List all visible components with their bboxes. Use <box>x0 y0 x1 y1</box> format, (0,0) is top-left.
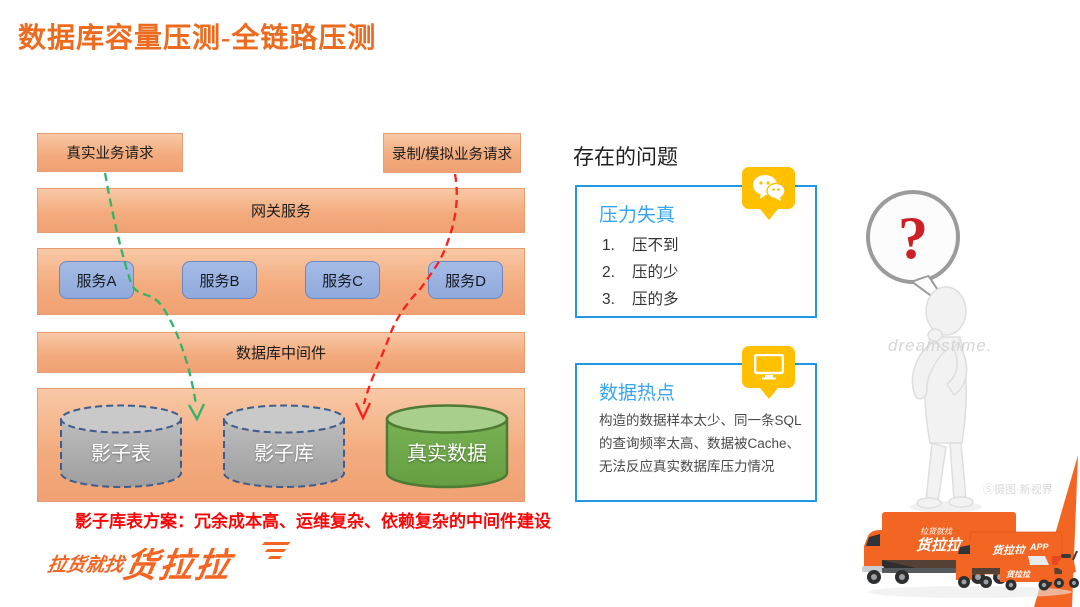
service-c-label: 服务C <box>322 272 363 290</box>
cylinder-real-data: 真实数据 <box>384 403 510 491</box>
band-gateway-service: 网关服务 <box>37 188 525 233</box>
list-item-number: 2. <box>602 264 615 281</box>
service-b-label: 服务B <box>199 272 240 290</box>
service-a-label: 服务A <box>76 272 117 290</box>
cylinder-shadow-table: 影子表 <box>58 403 184 491</box>
scooter <box>1052 550 1079 588</box>
thinking-person-illustration: ? <box>866 190 982 513</box>
pressure-issue-list: 1. 压不到 2. 压的少 3. 压的多 <box>602 232 679 313</box>
card-hotspot-body: 构造的数据样本太少、同一条SQL的查询频率太高、数据被Cache、无法反应真实数… <box>599 413 802 474</box>
question-mark: ? <box>898 205 928 271</box>
service-d-box: 服务D <box>428 261 503 299</box>
service-b-box: 服务B <box>182 261 257 299</box>
logo-main: 货拉拉 <box>120 547 235 585</box>
card-pressure-title: 压力失真 <box>599 205 676 226</box>
database-cylinder-icon <box>223 404 345 488</box>
list-item-number: 1. <box>602 237 615 254</box>
list-item-text: 压的少 <box>632 264 679 281</box>
shadow-scheme-caption: 影子库表方案：冗余成本高、运维复杂、依赖复杂的中间件建设 <box>75 512 551 531</box>
band-db-middleware: 数据库中间件 <box>37 332 525 373</box>
huolala-logo: 拉货就找货拉拉 <box>44 538 291 587</box>
van: 货拉拉 <box>1000 553 1055 591</box>
card-data-hotspot: 数据热点 构造的数据样本太少、同一条SQL的查询频率太高、数据被Cache、无法… <box>575 363 817 502</box>
truck2-slogan: 货拉拉 <box>992 544 1027 557</box>
cylinder-shadow-db: 影子库 <box>221 403 347 491</box>
cylinder-shadow-table-label: 影子表 <box>91 443 151 465</box>
van-slogan: 货拉拉 <box>1006 570 1032 579</box>
cylinder-real-data-label: 真实数据 <box>407 443 487 465</box>
trucks-illustration: 拉货就找 货拉拉 APP 货拉拉 APP 货拉拉 <box>862 512 1079 598</box>
problems-heading: 存在的问题 <box>573 146 678 169</box>
truck2-suffix: APP <box>1029 542 1050 552</box>
service-a-box: 服务A <box>59 261 134 299</box>
wechat-badge <box>742 167 795 220</box>
truck-slogan-big: 货拉拉 <box>916 536 963 554</box>
middleware-label: 数据库中间件 <box>235 345 326 362</box>
list-item-number: 3. <box>602 291 615 308</box>
card-hotspot-title: 数据热点 <box>599 383 676 404</box>
list-item-text: 压的多 <box>632 291 679 308</box>
list-item: 3. 压的多 <box>602 286 679 313</box>
database-cylinder-icon <box>60 404 182 488</box>
box-real-request: 真实业务请求 <box>37 133 183 172</box>
box-simulated-request-label: 录制/模拟业务请求 <box>391 146 513 163</box>
box-simulated-request: 录制/模拟业务请求 <box>383 133 521 173</box>
database-cylinder-icon <box>385 404 509 489</box>
logo-prefix: 拉货就找 <box>45 555 126 576</box>
list-item: 2. 压的少 <box>602 259 679 286</box>
watermark-text-2: Ⓢ摄图·新视界 <box>983 484 1053 496</box>
watermark-text: dreamstime. <box>888 336 993 355</box>
speed-lines-icon <box>260 542 291 563</box>
monitor-icon <box>753 354 784 380</box>
list-item-text: 压不到 <box>632 237 679 254</box>
wechat-icon <box>752 175 786 201</box>
card-pressure-distortion: 压力失真 1. 压不到 2. 压的少 3. 压的多 <box>575 185 817 318</box>
person-figure <box>910 286 982 513</box>
service-c-box: 服务C <box>305 261 380 299</box>
page-title: 数据库容量压测-全链路压测 <box>18 23 377 54</box>
truck-slogan-small: 拉货就找 <box>920 527 953 536</box>
box-real-request-label: 真实业务请求 <box>66 146 154 162</box>
band-services: 服务A 服务B 服务C 服务D <box>37 248 525 315</box>
gateway-label: 网关服务 <box>250 203 311 220</box>
monitor-badge <box>742 346 795 399</box>
question-bubble: ? <box>866 190 960 309</box>
cylinder-shadow-db-label: 影子库 <box>254 443 314 465</box>
list-item: 1. 压不到 <box>602 232 679 259</box>
service-d-label: 服务D <box>445 272 486 290</box>
band-datastore: 影子表 影子库 真实数据 <box>37 388 525 502</box>
